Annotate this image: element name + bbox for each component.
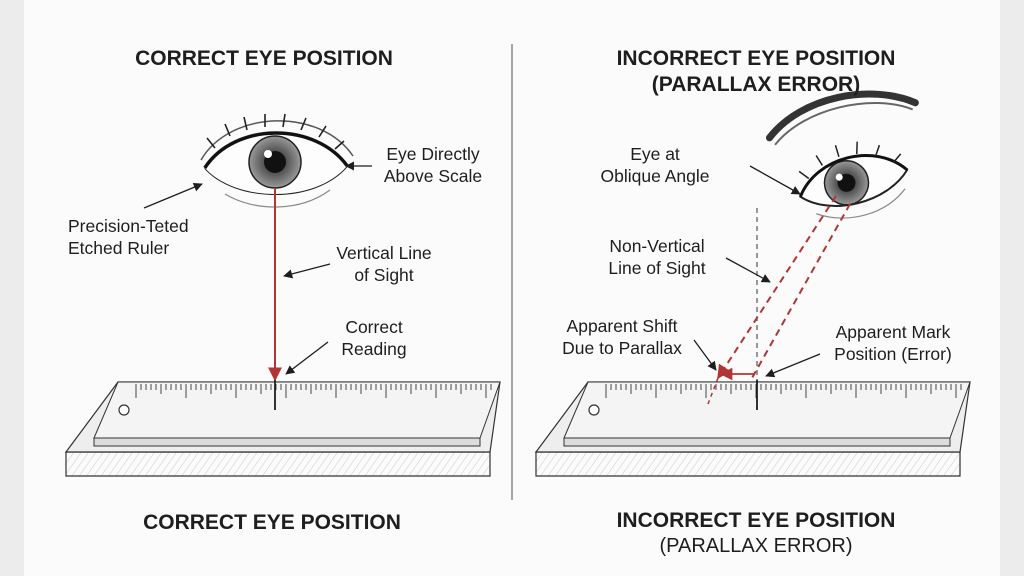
right-arrow-shift (693, 339, 717, 371)
left-arrow-ruler (143, 182, 203, 209)
right-panel-title-line1: INCORRECT EYE POSITION (616, 47, 896, 70)
right-label-shift: Apparent Shift Due to Parallax (562, 316, 682, 358)
parallax-diagram (64, 44, 971, 500)
left-panel-caption: CORRECT EYE POSITION (143, 511, 401, 534)
diagram-page: CORRECT EYE POSITION Eye Directly Above … (24, 0, 1000, 576)
right-oblique-sight-line-1 (717, 195, 837, 380)
left-label-ruler: Precision-Teted Etched Ruler (68, 216, 189, 258)
right-ruler-ticks (605, 384, 962, 398)
right-arrow-eye (749, 165, 801, 195)
right-panel-title-line2: (PARALLAX ERROR) (651, 73, 861, 96)
left-label-sight-line: Vertical Line of Sight (336, 243, 432, 285)
left-panel-title: CORRECT EYE POSITION (135, 47, 393, 70)
left-ruler (64, 381, 501, 477)
right-panel-caption-line2: (PARALLAX ERROR) (659, 535, 853, 557)
right-label-sight-line: Non-Vertical Line of Sight (608, 236, 706, 278)
left-label-reading: Correct Reading (341, 317, 407, 359)
right-label-mark: Apparent Mark Position (Error) (834, 322, 952, 364)
right-oblique-sight-line-2 (751, 203, 851, 379)
left-ruler-ticks (135, 384, 492, 398)
right-ruler (534, 381, 971, 477)
right-label-eye: Eye at Oblique Angle (600, 144, 710, 186)
left-eye-drawing (200, 113, 354, 208)
left-label-eye: Eye Directly Above Scale (383, 144, 483, 186)
right-eye-drawing (765, 90, 919, 219)
right-arrow-sight (725, 257, 771, 283)
right-panel-caption-line1: INCORRECT EYE POSITION (616, 509, 896, 532)
left-arrow-sight (283, 263, 331, 279)
left-arrow-reading (285, 341, 329, 375)
right-arrow-mark (765, 353, 821, 378)
